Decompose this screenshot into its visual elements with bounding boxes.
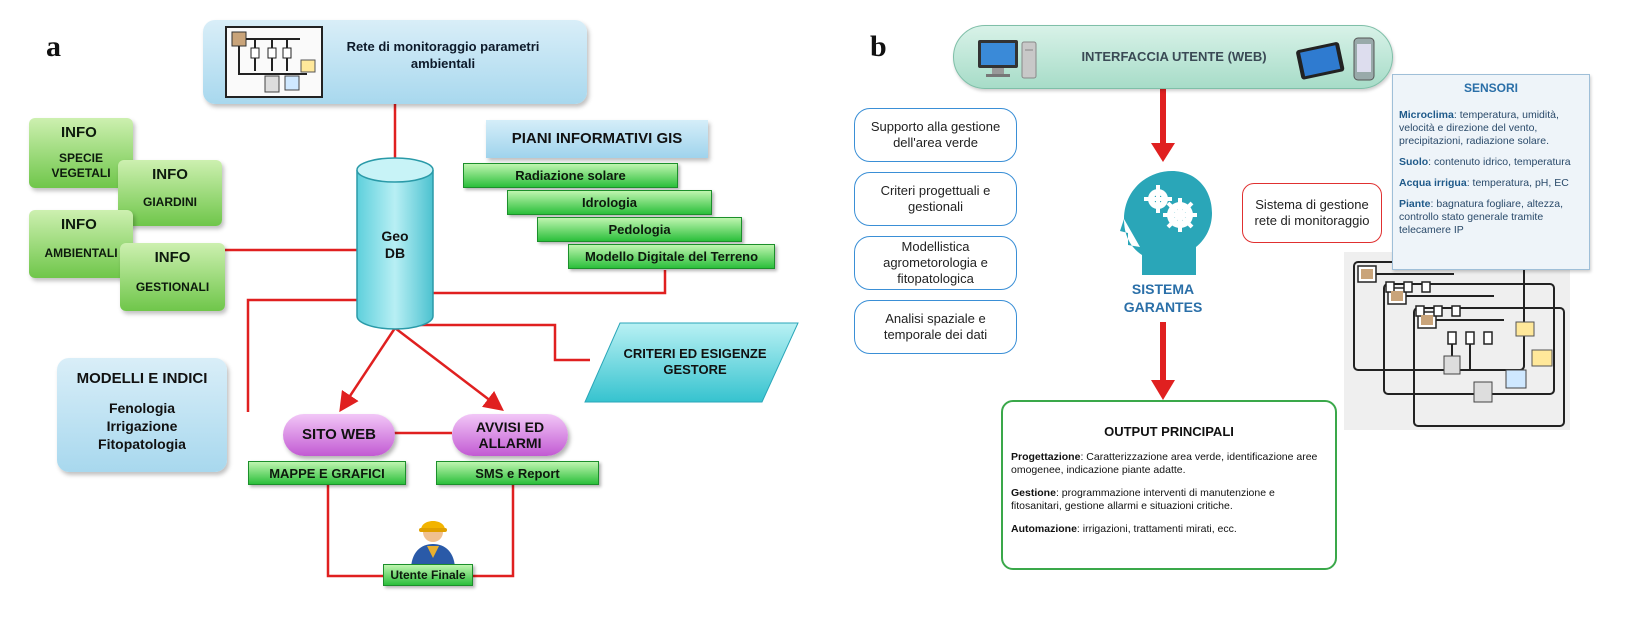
sensor-network-diagram [1353,261,1565,427]
utente-bar: Utente Finale [383,564,473,586]
info-specie-title: INFO [61,124,97,141]
system-name: SISTEMA GARANTES [1123,281,1203,315]
sensor-network-image [1344,252,1570,430]
criteri-shape [584,322,799,403]
output-progettazione-key: Progettazione [1011,451,1081,463]
info-ambientali-title: INFO [61,216,97,233]
interface-pill: INTERFACCIA UTENTE (WEB) [953,25,1393,89]
sensor-piante: Piante: bagnatura fogliare, altezza, con… [1399,198,1583,237]
info-specie-subtitle: SPECIE VEGETALI [51,151,111,180]
head-gears-icon [1120,171,1212,275]
sito-web-node: SITO WEB [283,414,395,456]
sensor-microclima-key: Microclima [1399,109,1454,121]
info-giardini-title: INFO [152,166,188,183]
info-giardini-subtitle: GIARDINI [143,195,197,209]
output-automazione-text: : irrigazioni, trattamenti mirati, ecc. [1076,523,1237,535]
models-item-fitopatologia: Fitopatologia [98,436,186,452]
analysis-box: Analisi spaziale e temporale dei dati [854,300,1017,354]
sensor-acqua-text: : temperatura, pH, EC [1466,177,1569,189]
sensor-microclima: Microclima: temperatura, umidità, veloci… [1399,109,1583,148]
output-title: OUTPUT PRINCIPALI [1104,424,1234,439]
models-item-fenologia: Fenologia [108,400,176,416]
geodb-cylinder [356,157,434,330]
output-gestione: Gestione: programmazione interventi di m… [1011,487,1327,513]
tablet-phone-icon [1296,37,1375,81]
output-automazione: Automazione: irrigazioni, trattamenti mi… [1011,523,1327,536]
sensor-piante-key: Piante [1399,198,1431,210]
gis-title: PIANI INFORMATIVI GIS [486,120,708,158]
info-specie-box: INFO SPECIE VEGETALI [29,118,133,188]
output-progettazione: Progettazione: Caratterizzazione area ve… [1011,451,1327,477]
models-item-irrigazione: Irrigazione [106,418,178,434]
sensori-title: SENSORI [1463,81,1518,95]
geodb-label: Geo DB [381,228,409,261]
sensor-microclima-text: : temperatura, umidità, velocità e direz… [1399,109,1559,147]
wire-sms-utente [470,480,515,578]
info-giardini-box: INFO GIARDINI [118,160,222,226]
desktop-computer-icon [978,40,1037,79]
output-gestione-text: : programmazione interventi di manutenzi… [1011,487,1275,512]
wire-criteri-db [395,323,590,362]
gis-layer-pedologia: Pedologia [537,217,742,242]
wire-mappe-utente [326,480,385,578]
arrow-db-avvisi [394,327,504,412]
sensor-piante-text: : bagnatura fogliare, altezza, controllo… [1399,198,1564,236]
avvisi-node: AVVISI ED ALLARMI [452,414,568,456]
output-gestione-key: Gestione [1011,487,1056,499]
panel-label-a: a [46,30,61,63]
sensori-box: SENSORI Microclima: temperatura, umidità… [1392,74,1590,270]
models-title: MODELLI E INDICI [76,370,208,387]
criteria-box: Criteri progettuali e gestionali [854,172,1017,226]
info-gestionali-box: INFO GESTIONALI [120,243,225,311]
info-ambientali-subtitle: AMBIENTALI [44,246,118,260]
panel-label-b: b [870,30,887,63]
sensor-acqua: Acqua irrigua: temperatura, pH, EC [1399,177,1583,190]
interface-label: INTERFACCIA UTENTE (WEB) [1081,49,1267,64]
criteri-label: CRITERI ED ESIGENZE GESTORE [623,346,767,377]
gis-layer-radiazione: Radiazione solare [463,163,678,188]
modelling-box: Modellistica agrometorologia e fitopatol… [854,236,1017,290]
output-progettazione-text: : Caratterizzazione area verde, identifi… [1011,451,1318,476]
sensor-suolo-key: Suolo [1399,156,1429,168]
arrow-db-sito [339,327,397,413]
wire-models-db [246,298,358,412]
gis-layer-idrologia: Idrologia [507,190,712,215]
wire-gis-db [430,270,667,295]
network-monitoring-box: Rete di monitoraggio parametri ambiental… [203,20,587,104]
sensor-acqua-key: Acqua irrigua [1399,177,1467,189]
models-box: MODELLI E INDICI Fenologia Irrigazione F… [57,358,227,472]
sms-bar: SMS e Report [436,461,599,485]
gis-layer-dtm: Modello Digitale del Terreno [568,244,775,269]
sensor-suolo: Suolo: contenuto idrico, temperatura [1399,156,1583,169]
support-box: Supporto alla gestione dell'area verde [854,108,1017,162]
mappe-bar: MAPPE E GRAFICI [248,461,406,485]
network-title: Rete di monitoraggio parametri ambiental… [346,39,540,71]
info-gestionali-title: INFO [154,249,191,266]
network-management-box: Sistema di gestione rete di monitoraggio [1242,183,1382,243]
network-diagram-icon [225,26,323,98]
worker-icon [411,521,455,570]
output-automazione-key: Automazione [1011,523,1077,535]
info-gestionali-subtitle: GESTIONALI [135,280,210,294]
output-box: OUTPUT PRINCIPALI Progettazione: Caratte… [1001,400,1337,570]
sensor-suolo-text: : contenuto idrico, temperatura [1428,156,1571,168]
info-ambientali-box: INFO AMBIENTALI [29,210,133,278]
